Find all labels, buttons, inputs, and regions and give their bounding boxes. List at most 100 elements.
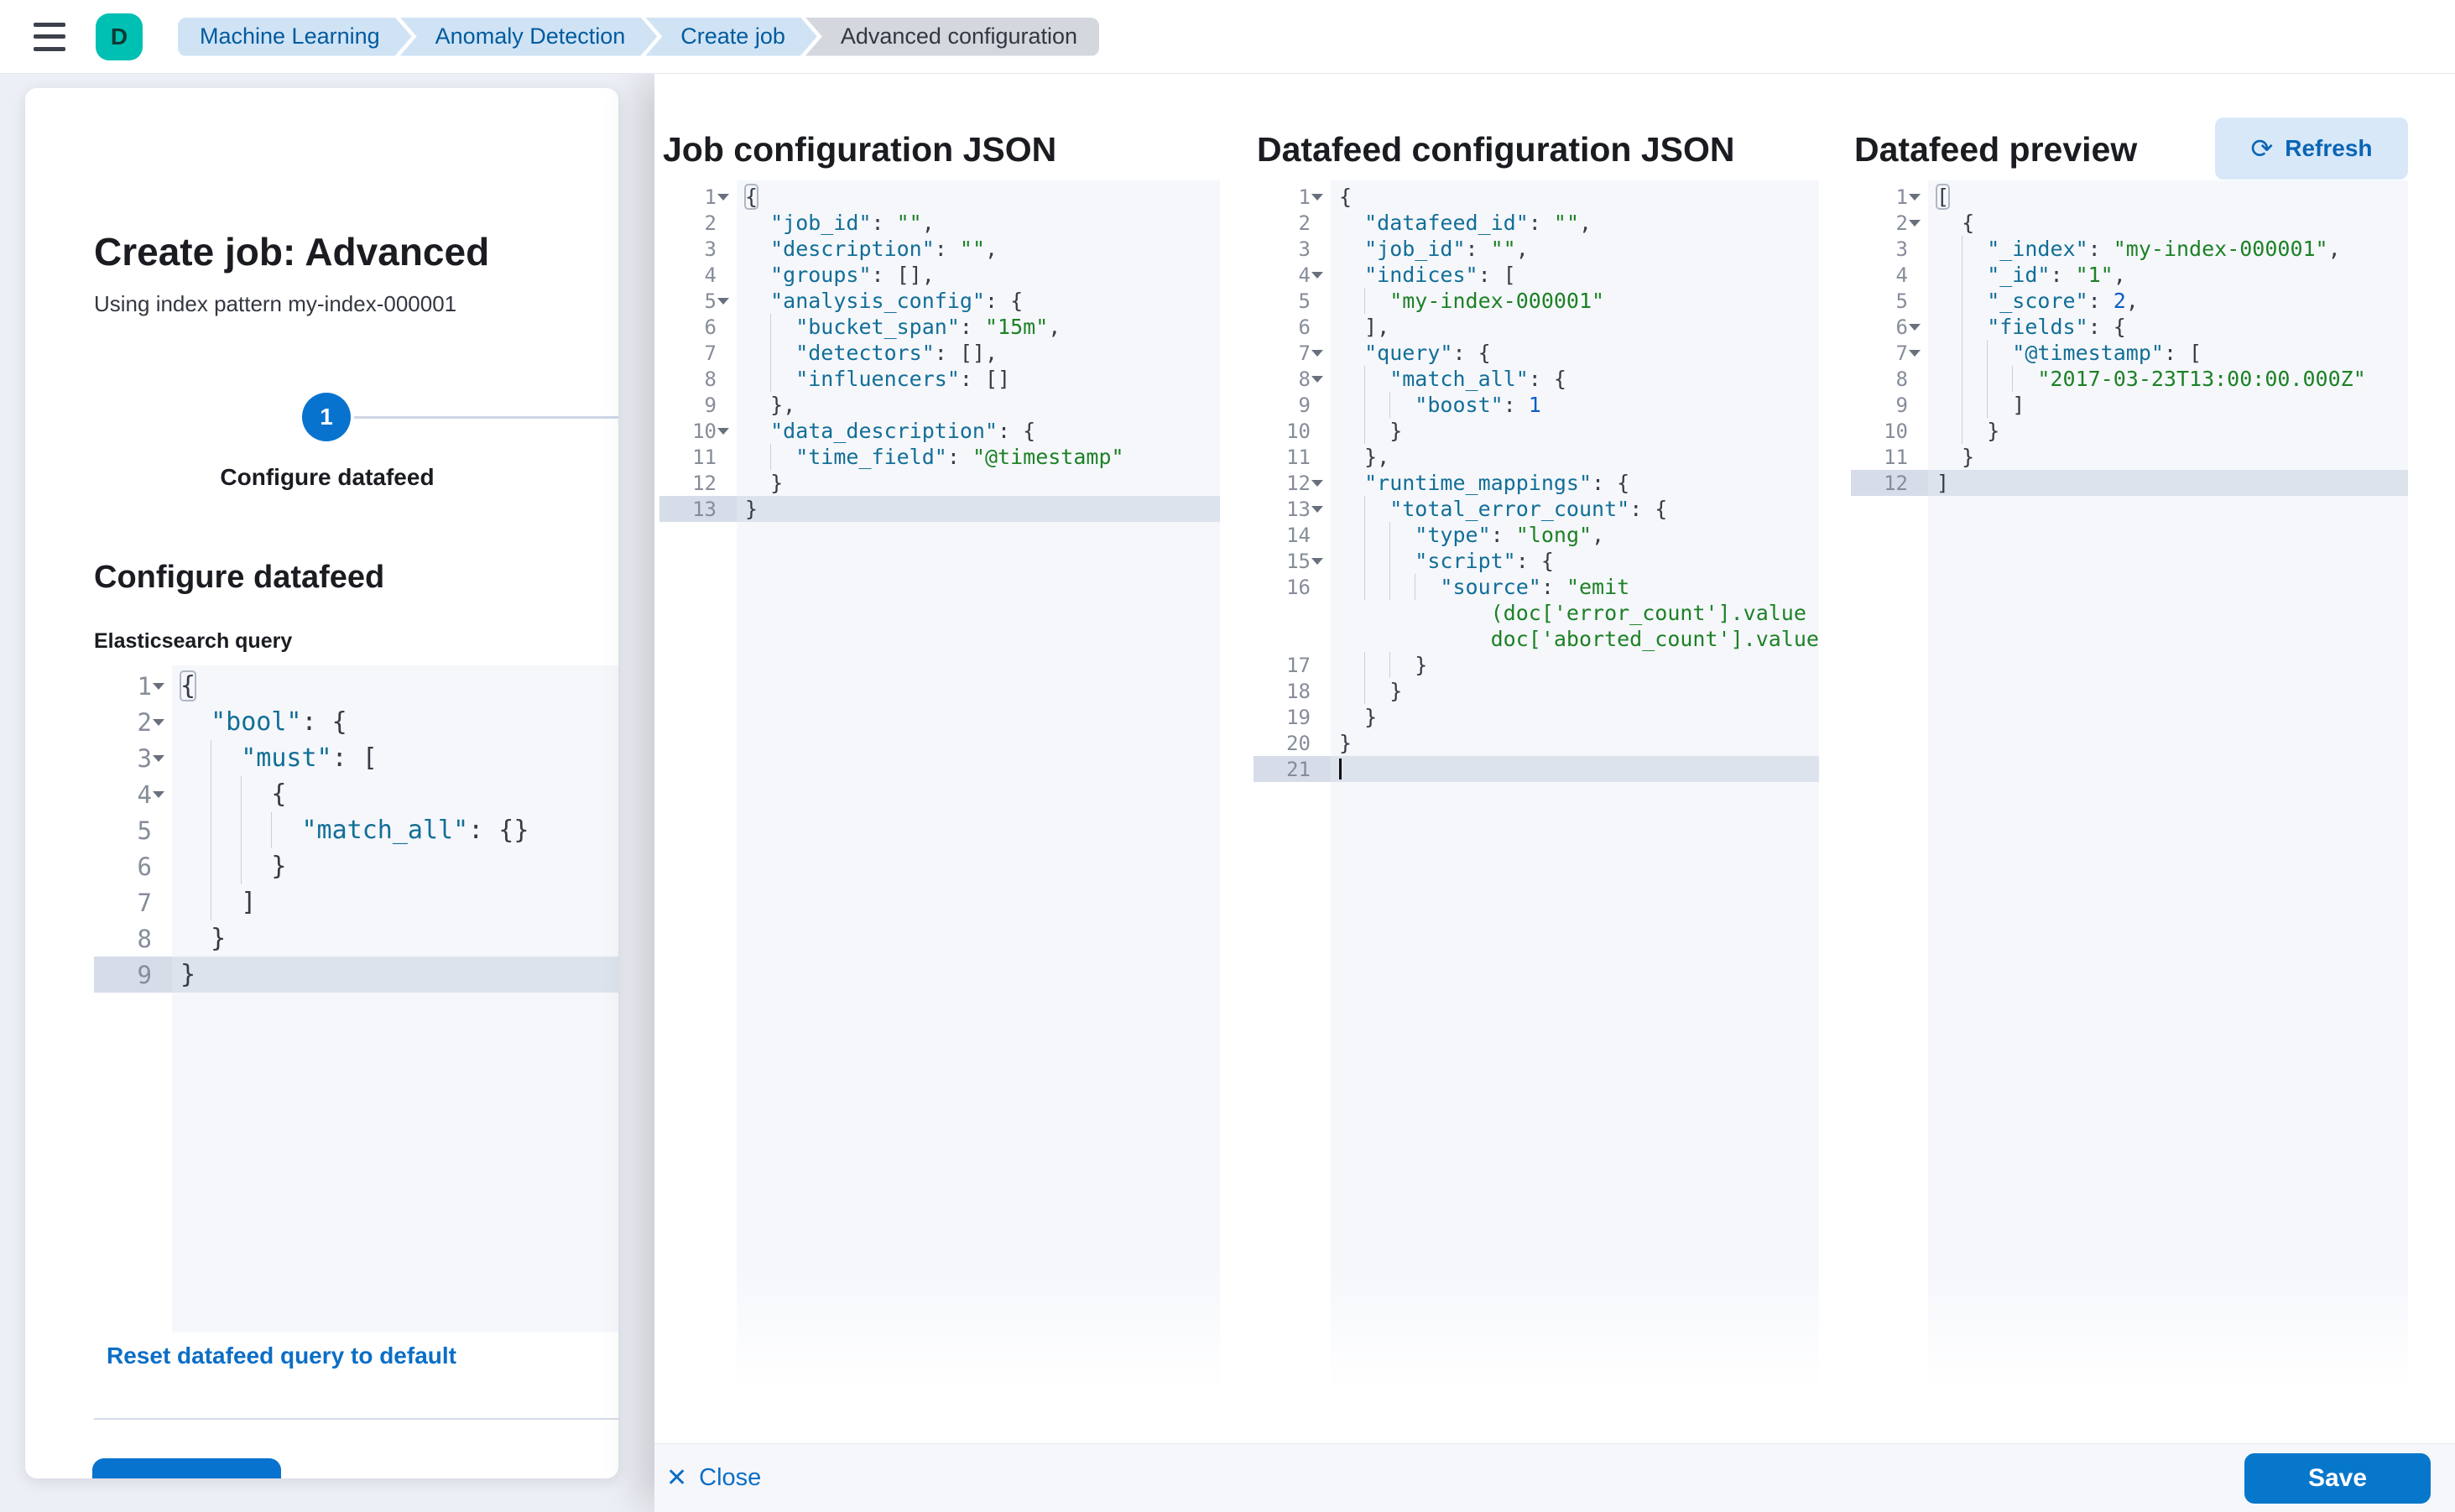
code-line: 2 "job_id": "",: [659, 210, 1220, 236]
fold-arrow-icon[interactable]: [717, 193, 729, 201]
code-line: 8 }: [94, 920, 618, 957]
reset-datafeed-query-link[interactable]: Reset datafeed query to default: [107, 1343, 456, 1369]
fold-arrow-icon[interactable]: [1909, 219, 1921, 227]
close-button-label: Close: [699, 1464, 762, 1491]
code-line: 5 "match_all": {}: [94, 812, 618, 848]
fold-arrow-icon[interactable]: [1909, 193, 1921, 201]
code-line: 3 "must": [: [94, 740, 618, 776]
code-line: 7 "query": {: [1254, 340, 1819, 366]
fold-arrow-icon[interactable]: [153, 682, 164, 690]
fold-arrow-icon[interactable]: [1909, 323, 1921, 331]
code-line: 4 "_id": "1",: [1851, 262, 2408, 288]
code-line: 1{: [1254, 184, 1819, 210]
code-line: 18 }: [1254, 678, 1819, 704]
code-line: 6 ],: [1254, 314, 1819, 340]
close-button[interactable]: ✕ Close: [666, 1463, 761, 1493]
code-line: (doc['error_count'].value +: [1254, 600, 1819, 626]
code-line: 5 "my-index-000001": [1254, 288, 1819, 314]
datafeed-config-json-editor[interactable]: 1{2 "datafeed_id": "",3 "job_id": "",4 "…: [1254, 180, 1819, 1431]
step-1-indicator[interactable]: 1: [302, 393, 351, 441]
code-line: 9 ]: [1851, 392, 2408, 418]
footer-divider: [94, 1418, 618, 1420]
code-line: 9 "boost": 1: [1254, 392, 1819, 418]
code-line: 5 "_score": 2,: [1851, 288, 2408, 314]
fold-arrow-icon[interactable]: [1909, 349, 1921, 357]
code-line: 1{: [659, 184, 1220, 210]
breadcrumb-advanced-configuration: Advanced configuration: [805, 17, 1100, 56]
code-line: 13 "total_error_count": {: [1254, 496, 1819, 522]
next-button-label: Next: [146, 1478, 197, 1479]
elasticsearch-query-label: Elasticsearch query: [94, 629, 293, 653]
code-line: 2 {: [1851, 210, 2408, 236]
fold-arrow-icon[interactable]: [717, 427, 729, 435]
menu-hamburger-icon[interactable]: [34, 22, 65, 51]
breadcrumb: Machine Learning Anomaly Detection Creat…: [178, 17, 1100, 56]
code-line: 11 },: [1254, 444, 1819, 470]
code-line: 8 "match_all": {: [1254, 366, 1819, 392]
breadcrumb-anomaly-detection[interactable]: Anomaly Detection: [400, 18, 658, 56]
code-line: doc['aborted_count'].value)": [1254, 626, 1819, 652]
fold-arrow-icon[interactable]: [1311, 271, 1323, 279]
code-line: 7 ]: [94, 884, 618, 920]
code-line: 10 }: [1254, 418, 1819, 444]
edit-json-flyout: Job configuration JSON Datafeed configur…: [654, 74, 2455, 1512]
code-line: 2 "bool": {: [94, 704, 618, 740]
code-line: 9 },: [659, 392, 1220, 418]
code-line: 2 "datafeed_id": "",: [1254, 210, 1819, 236]
code-line: 6 }: [94, 848, 618, 884]
fold-arrow-icon[interactable]: [153, 790, 164, 798]
fold-arrow-icon[interactable]: [1311, 557, 1323, 565]
text-cursor: [1339, 759, 1342, 779]
datafeed-preview-editor[interactable]: 1[2 {3 "_index": "my-index-000001",4 "_i…: [1851, 180, 2408, 1431]
index-pattern-subtitle: Using index pattern my-index-000001: [94, 291, 457, 316]
step-connector-line: [354, 416, 618, 419]
breadcrumb-create-job[interactable]: Create job: [645, 18, 817, 56]
code-line: 6 "fields": {: [1851, 314, 2408, 340]
code-line: 15 "script": {: [1254, 548, 1819, 574]
next-button[interactable]: Next: [92, 1458, 281, 1478]
refresh-icon: ⟳: [2250, 133, 2274, 164]
code-line: 10 }: [1851, 418, 2408, 444]
elasticsearch-query-editor[interactable]: 1{2 "bool": {3 "must": [4 {5 "match_all"…: [94, 665, 618, 1332]
code-line: 8 "influencers": []: [659, 366, 1220, 392]
code-line: 6 "bucket_span": "15m",: [659, 314, 1220, 340]
code-line: 7 "detectors": [],: [659, 340, 1220, 366]
code-line: 8 "2017-03-23T13:00:00.000Z": [1851, 366, 2408, 392]
save-button[interactable]: Save: [2244, 1453, 2431, 1504]
code-line: 4 {: [94, 776, 618, 812]
code-line: 13}: [659, 496, 1220, 522]
step-1-label: Configure datafeed: [220, 464, 435, 490]
code-line: 11 "time_field": "@timestamp": [659, 444, 1220, 470]
fold-arrow-icon[interactable]: [1311, 375, 1323, 383]
refresh-button[interactable]: ⟳ Refresh: [2215, 117, 2408, 180]
code-line: 3 "description": "",: [659, 236, 1220, 262]
code-line: 10 "data_description": {: [659, 418, 1220, 444]
code-line: 11 }: [1851, 444, 2408, 470]
breadcrumb-machine-learning[interactable]: Machine Learning: [178, 18, 412, 56]
fold-arrow-icon[interactable]: [153, 754, 164, 762]
fold-arrow-icon[interactable]: [1311, 349, 1323, 357]
code-line: 19 }: [1254, 704, 1819, 730]
page-title: Create job: Advanced: [94, 230, 490, 274]
code-line: 4 "indices": [: [1254, 262, 1819, 288]
create-job-wizard-panel: Create job: Advanced Using index pattern…: [25, 88, 618, 1478]
fold-arrow-icon[interactable]: [153, 718, 164, 726]
code-line: 3 "job_id": "",: [1254, 236, 1819, 262]
fold-arrow-icon[interactable]: [1311, 505, 1323, 513]
fold-arrow-icon[interactable]: [1311, 479, 1323, 487]
fold-arrow-icon[interactable]: [717, 297, 729, 305]
code-line: 9}: [94, 957, 618, 993]
code-line: 4 "groups": [],: [659, 262, 1220, 288]
space-avatar[interactable]: D: [96, 13, 143, 60]
code-line: 1{: [94, 668, 618, 704]
refresh-button-label: Refresh: [2285, 135, 2373, 161]
fold-arrow-icon[interactable]: [1311, 193, 1323, 201]
code-line: 3 "_index": "my-index-000001",: [1851, 236, 2408, 262]
job-config-title: Job configuration JSON: [663, 130, 1057, 169]
job-config-json-editor[interactable]: 1{2 "job_id": "",3 "description": "",4 "…: [659, 180, 1220, 1431]
section-title-configure-datafeed: Configure datafeed: [94, 560, 385, 595]
code-line: 20}: [1254, 730, 1819, 756]
code-line: 5 "analysis_config": {: [659, 288, 1220, 314]
close-x-icon: ✕: [666, 1464, 688, 1492]
code-line: 1[: [1851, 184, 2408, 210]
